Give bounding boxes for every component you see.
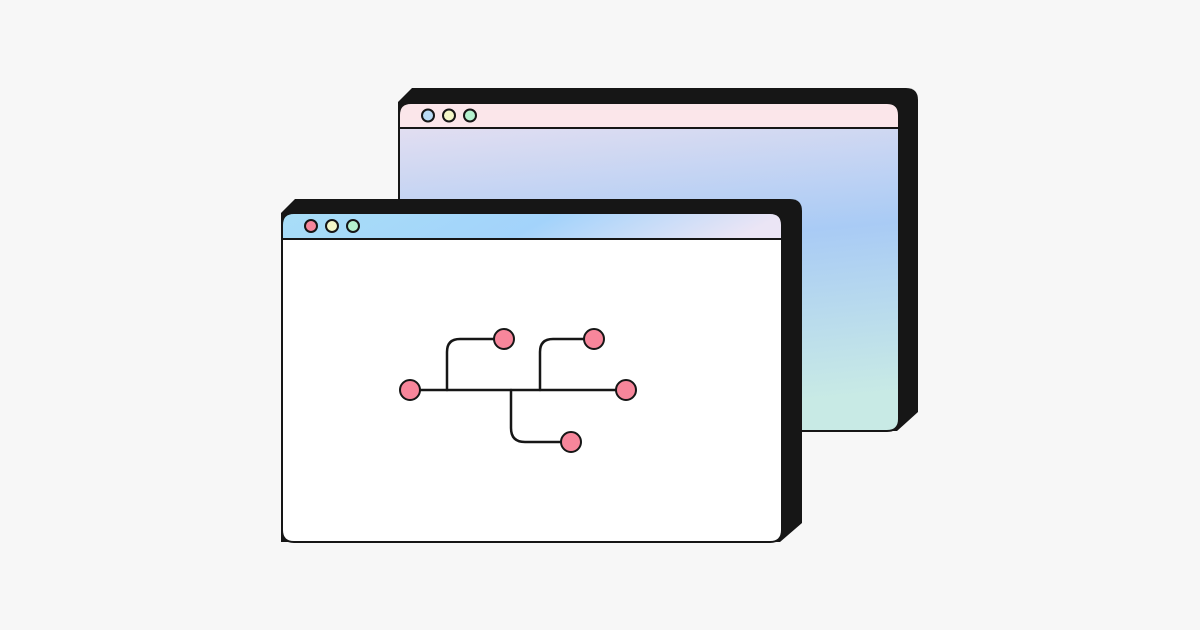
back-window-dot-yellow [442, 108, 456, 123]
tree-node-lower [560, 431, 582, 453]
tree-branch-lower [509, 388, 573, 444]
front-window [281, 199, 802, 543]
tree-node-root [399, 379, 421, 401]
tree-node-upper-left [493, 328, 515, 350]
tree-node-upper-right [583, 328, 605, 350]
back-window-titlebar [398, 102, 900, 129]
branching-tree-icon [408, 337, 628, 444]
back-window-dot-green [463, 108, 477, 123]
front-window-dot-yellow [325, 219, 339, 233]
tree-branch-upper-right [538, 337, 596, 392]
tree-node-end [615, 379, 637, 401]
front-window-dot-green [346, 219, 360, 233]
front-window-dot-red [304, 219, 318, 233]
tree-branch-upper-left [445, 337, 506, 392]
back-window-dot-blue [421, 108, 435, 123]
front-window-titlebar [281, 212, 783, 240]
